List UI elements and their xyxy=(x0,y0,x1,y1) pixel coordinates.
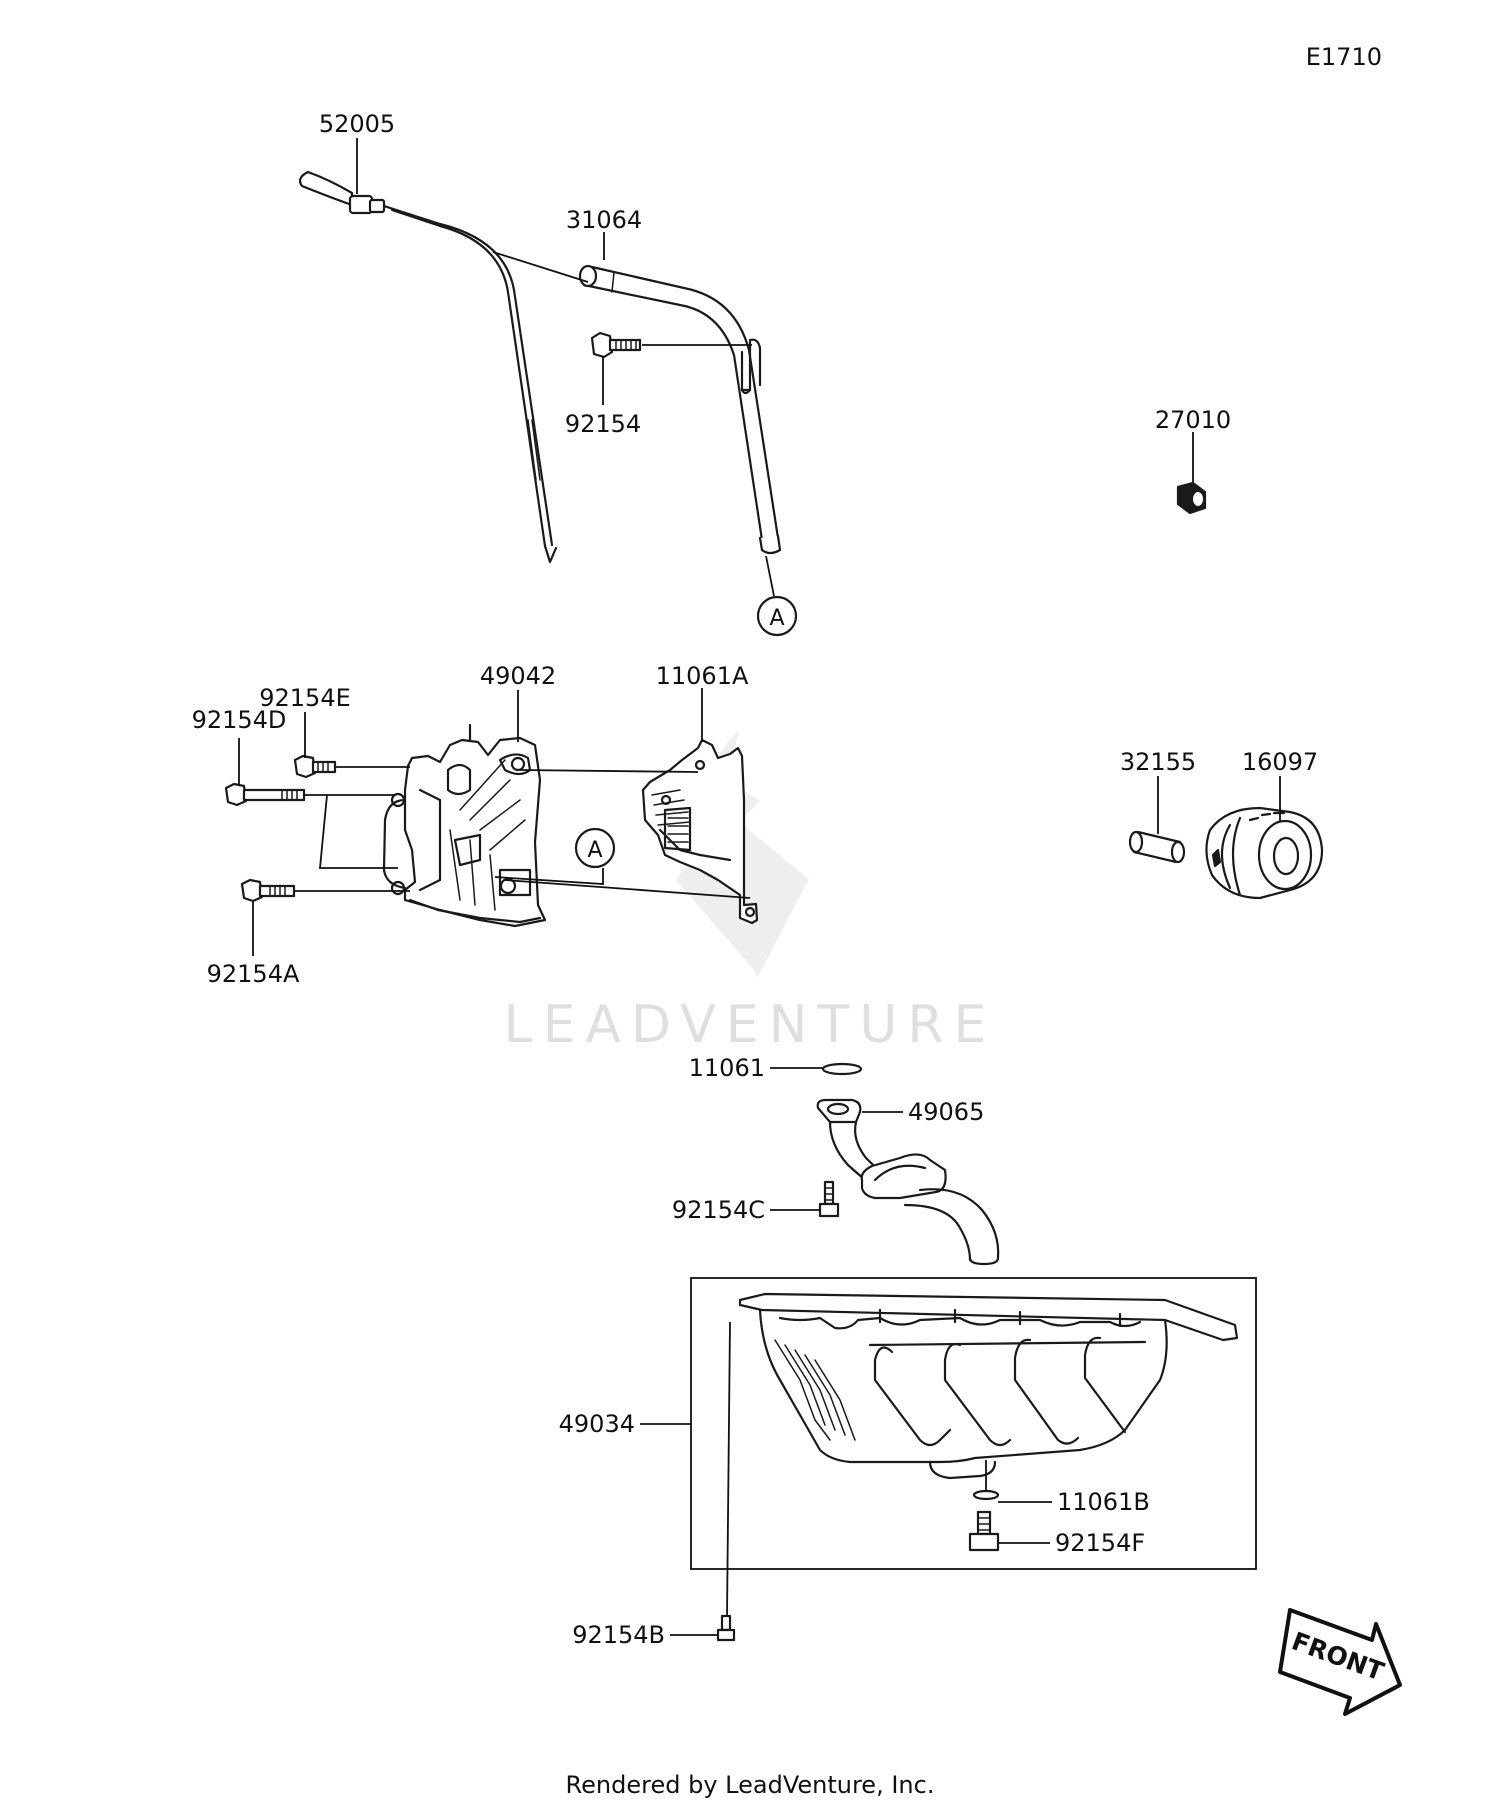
diagram-code: E1710 xyxy=(1306,43,1382,71)
part-labels: 52005 31064 92154 27010 92154E 92154D 49… xyxy=(192,110,1319,1649)
leader-lines xyxy=(238,138,1281,1636)
oil-pan-49034 xyxy=(738,1292,1239,1501)
part-label: 92154A xyxy=(207,960,300,988)
part-label: 92154E xyxy=(259,684,351,712)
part-label: 31064 xyxy=(566,206,642,234)
part-label: 11061A xyxy=(656,662,749,690)
part-label: 49065 xyxy=(908,1098,984,1126)
part-label: 92154 xyxy=(565,410,641,438)
part-label: 49034 xyxy=(559,1410,635,1438)
part-label: 11061 xyxy=(689,1054,765,1082)
callout-a-middle: A xyxy=(574,827,616,869)
washer-11061 xyxy=(821,1062,863,1076)
bolt-92154E xyxy=(293,754,337,779)
part-label: 92154D xyxy=(192,706,287,734)
oil-strainer-49065 xyxy=(816,1098,1000,1266)
part-label: 49042 xyxy=(480,662,556,690)
bolt-92154 xyxy=(590,331,642,359)
part-label: 92154F xyxy=(1055,1529,1145,1557)
part-label: 92154C xyxy=(672,1196,765,1224)
bolt-92154A xyxy=(240,878,296,903)
part-label: 32155 xyxy=(1120,748,1196,776)
front-direction-arrow: FRONT xyxy=(1278,1608,1402,1716)
part-label: 92154B xyxy=(572,1621,665,1649)
bolt-92154F xyxy=(968,1510,1000,1552)
part-label: 27010 xyxy=(1155,406,1231,434)
dipstick-52005 xyxy=(298,170,558,564)
bolt-92154D xyxy=(224,782,306,807)
watermark-text: LEADVENTURE xyxy=(504,995,997,1055)
footer-credit: Rendered by LeadVenture, Inc. xyxy=(566,1771,935,1799)
plug-27010 xyxy=(1176,481,1207,515)
part-label: 11061B xyxy=(1057,1488,1150,1516)
oil-filter-16097 xyxy=(1205,806,1324,900)
part-label: 16097 xyxy=(1242,748,1318,776)
gasket-11061A xyxy=(641,738,759,925)
callout-a-text: A xyxy=(769,606,784,631)
bolt-92154C xyxy=(818,1180,840,1218)
bolt-92154B xyxy=(716,1614,736,1642)
leadventure-watermark: LEADVENTURE xyxy=(504,730,997,1055)
part-label: 52005 xyxy=(319,110,395,138)
pipe-32155 xyxy=(1128,830,1186,864)
callout-a-text: A xyxy=(587,838,602,863)
oil-pump-49042 xyxy=(382,723,547,928)
callout-a-top: A xyxy=(756,595,798,637)
